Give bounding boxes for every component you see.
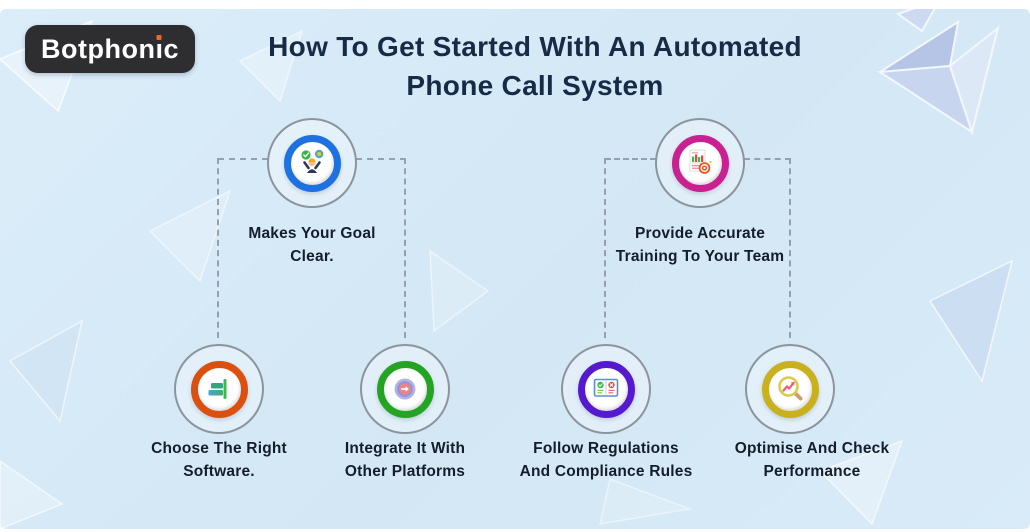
step-ring-provide-training — [671, 134, 729, 192]
step-node-integrate-platforms — [360, 344, 450, 434]
connector-left-horizontal-a — [218, 158, 268, 160]
step-ring-optimise-performance — [761, 360, 819, 418]
connector-left-vertical-a — [217, 158, 219, 338]
step-node-follow-regulations — [561, 344, 651, 434]
step-node-make-goal-clear — [267, 118, 357, 208]
logo-i-dot — [156, 34, 162, 40]
connector-right-vertical-b — [789, 158, 791, 338]
step-node-optimise-performance — [745, 344, 835, 434]
page-title: How To Get Started With An Automated Pho… — [210, 27, 860, 105]
step-ring-choose-software — [190, 360, 248, 418]
connector-right-horizontal-b — [744, 158, 791, 160]
step-ring-follow-regulations — [577, 360, 635, 418]
connector-right-horizontal-a — [605, 158, 656, 160]
person-goal-icon — [301, 149, 324, 173]
report-target-icon — [689, 149, 712, 174]
align-bars-icon — [208, 379, 227, 399]
connector-right-vertical-a — [604, 158, 606, 338]
step-ring-make-goal-clear — [283, 134, 341, 192]
arrow-target-icon — [394, 378, 416, 400]
step-node-choose-software — [174, 344, 264, 434]
step-ring-integrate-platforms — [376, 360, 434, 418]
compliance-book-icon — [593, 378, 619, 397]
title-line-1: How To Get Started With An Automated — [268, 31, 802, 62]
connector-left-horizontal-b — [356, 158, 406, 160]
magnifier-chart-icon — [778, 376, 803, 401]
connector-left-vertical-b — [404, 158, 406, 338]
title-line-2: Phone Call System — [406, 70, 664, 101]
step-node-provide-training — [655, 118, 745, 208]
